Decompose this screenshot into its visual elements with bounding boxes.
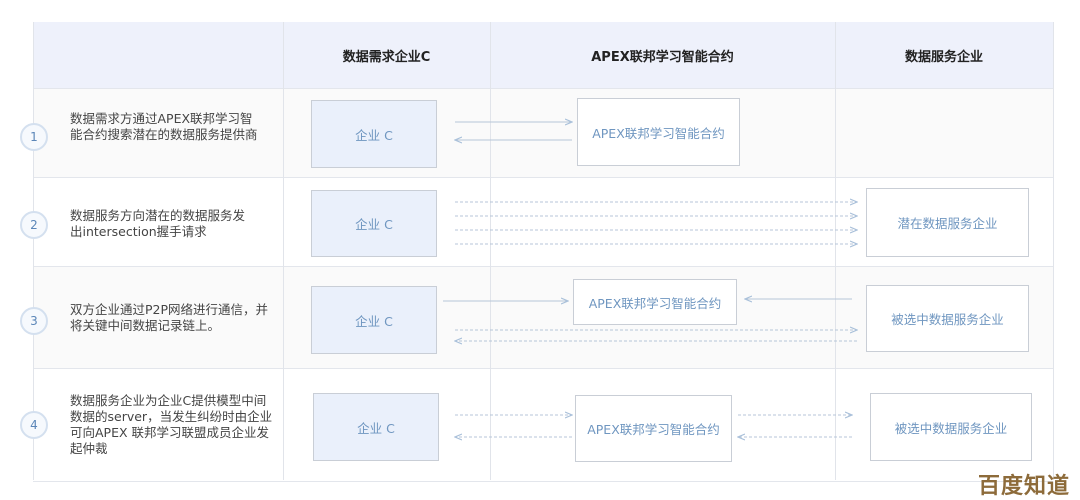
step-number: 3 [20,307,48,335]
divider [283,22,284,480]
enterprise-c-box: 企业 C [313,393,439,461]
potential-service-box: 潜在数据服务企业 [866,188,1029,257]
step-number: 4 [20,411,48,439]
enterprise-c-box: 企业 C [311,190,437,257]
step-number: 2 [20,211,48,239]
step-description: 双方企业通过P2P网络进行通信，并将关键中间数据记录链上。 [70,302,269,333]
row-1 [33,88,1053,178]
divider [490,22,491,480]
step-description: 数据需求方通过APEX联邦学习智能合约搜索潜在的数据服务提供商 [70,111,258,142]
step-number: 1 [20,123,48,151]
divider [33,22,34,480]
step-description: 数据服务企业为企业C提供模型中间数据的server，当发生纠纷时由企业可向APE… [70,393,273,456]
enterprise-c-box: 企业 C [311,286,437,354]
header-contract: APEX联邦学习智能合约 [490,22,835,88]
contract-box: APEX联邦学习智能合约 [577,98,740,166]
selected-service-box: 被选中数据服务企业 [866,285,1029,352]
enterprise-c-box: 企业 C [311,100,437,168]
step-description: 数据服务方向潜在的数据服务发出intersection握手请求 [70,208,246,239]
contract-box: APEX联邦学习智能合约 [575,395,732,462]
divider [1053,22,1054,480]
header-data-demand: 数据需求企业C [283,22,490,88]
contract-box: APEX联邦学习智能合约 [573,279,737,325]
selected-service-box: 被选中数据服务企业 [870,393,1032,461]
header-data-service: 数据服务企业 [835,22,1053,88]
divider [835,22,836,480]
watermark-logo: 百度知道 [978,474,1071,499]
header-blank [33,22,283,88]
